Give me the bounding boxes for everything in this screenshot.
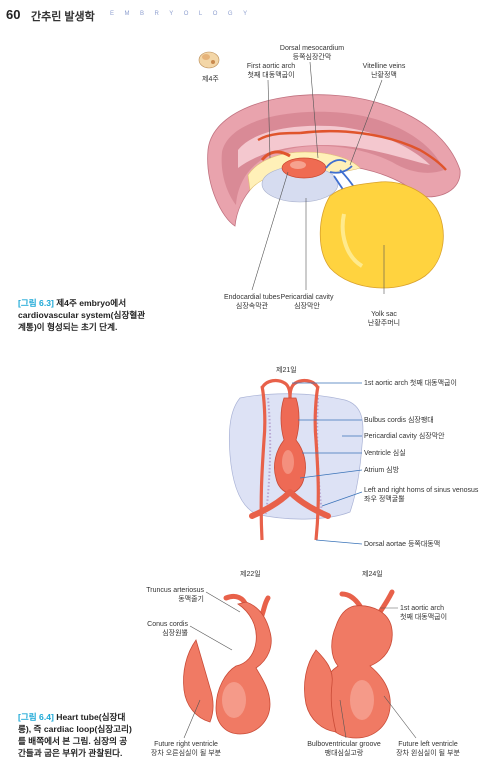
label-pericardial-cavity: Pericardial cavity 심장막안 bbox=[276, 293, 338, 311]
label-truncus-arteriosus: Truncus arteriosus 동맥줄기 bbox=[140, 586, 204, 604]
heart-day24 bbox=[304, 589, 395, 739]
label-future-right-ventricle-ko: 장차 오른심실이 될 부분 bbox=[150, 750, 222, 757]
label-pericardial-cavity-top: Pericardial cavity 심장막안 bbox=[364, 433, 445, 440]
running-title: EMBRYOLOGY bbox=[110, 11, 258, 17]
label-yolk-sac-en: Yolk sac bbox=[371, 311, 397, 318]
label-1st-aortic-arch-bottom-ko: 첫째 대동맥굽이 bbox=[400, 614, 448, 621]
label-endocardial-tubes-ko: 심장속막관 bbox=[235, 303, 269, 310]
figure-6-3-number: [그림 6.3] bbox=[18, 298, 54, 308]
label-endocardial-tubes-en: Endocardial tubes bbox=[223, 294, 281, 301]
label-1st-aortic-arch-bottom-en: 1st aortic arch bbox=[400, 605, 444, 612]
label-ventricle: Ventricle 심실 bbox=[364, 450, 406, 457]
figure-6-4-caption-text1: Heart tube(심장대 bbox=[56, 712, 126, 722]
label-vitelline-veins-ko: 난황정맥 bbox=[371, 72, 397, 79]
label-future-left-ventricle-ko: 장차 왼심실이 될 부분 bbox=[396, 750, 460, 757]
stage-label-week4: 제4주 bbox=[202, 76, 219, 83]
label-bulboventricular-groove-ko: 팽대심실고랑 bbox=[324, 750, 364, 757]
stage-label-day22: 제22일 bbox=[240, 571, 261, 578]
label-first-aortic-arch-en: First aortic arch bbox=[246, 63, 296, 70]
label-sinus-venosus-horns: Left and right horns of sinus venosus 좌우… bbox=[364, 486, 478, 504]
figure-6-4-caption-line3: 를 배쪽에서 본 그림. 심장의 공 bbox=[18, 736, 128, 746]
label-future-left-ventricle-en: Future left ventricle bbox=[398, 741, 458, 748]
label-bulboventricular-groove-en: Bulboventricular groove bbox=[307, 741, 381, 748]
label-first-aortic-arch: First aortic arch 첫째 대동맥굽이 bbox=[236, 62, 306, 80]
figure-6-3-caption-text1: 제4주 embryo에서 bbox=[56, 298, 127, 308]
label-1st-aortic-arch-top: 1st aortic arch 첫째 대동맥굽이 bbox=[364, 380, 457, 387]
label-dorsal-aortae: Dorsal aortae 등쪽대동맥 bbox=[364, 541, 441, 548]
label-truncus-arteriosus-ko: 동맥줄기 bbox=[178, 596, 204, 603]
label-dorsal-mesocardium: Dorsal mesocardium 등쪽심장간막 bbox=[277, 44, 347, 62]
figure-6-4-caption-line1: [그림 6.4] Heart tube(심장대 bbox=[18, 711, 142, 723]
heart-day21 bbox=[228, 378, 364, 541]
label-truncus-arteriosus-en: Truncus arteriosus bbox=[146, 587, 204, 594]
label-yolk-sac: Yolk sac 난황주머니 bbox=[356, 310, 412, 328]
label-pericardial-cavity-ko: 심장막안 bbox=[294, 303, 320, 310]
label-endocardial-tubes: Endocardial tubes 심장속막관 bbox=[220, 293, 284, 311]
label-future-right-ventricle-en: Future right ventricle bbox=[154, 741, 218, 748]
figure-6-3-caption-line1: [그림 6.3] 제4주 embryo에서 bbox=[18, 297, 168, 309]
figure-6-3-caption-line2: cardiovascular system(심장혈관 bbox=[18, 310, 146, 320]
label-sinus-venosus-horns-ko: 좌우 정맥굴뿔 bbox=[364, 496, 405, 503]
book-title: 간추린 발생학 bbox=[31, 11, 95, 23]
embryo-icon bbox=[198, 51, 220, 69]
label-1st-aortic-arch-bottom: 1st aortic arch 첫째 대동맥굽이 bbox=[400, 604, 447, 622]
label-bulboventricular-groove: Bulboventricular groove 팽대심실고랑 bbox=[303, 740, 385, 758]
label-conus-cordis: Conus cordis 심장원뿔 bbox=[140, 620, 188, 638]
stage-label-day21: 제21일 bbox=[276, 367, 297, 374]
label-future-left-ventricle: Future left ventricle 장차 왼심실이 될 부분 bbox=[382, 740, 474, 758]
figure-6-4-caption-line4: 간들과 굽은 부위가 관찰된다. bbox=[18, 748, 123, 758]
figure-6-4-number: [그림 6.4] bbox=[18, 712, 54, 722]
label-conus-cordis-ko: 심장원뿔 bbox=[162, 630, 188, 637]
embryo-section bbox=[207, 94, 461, 289]
label-future-right-ventricle: Future right ventricle 장차 오른심실이 될 부분 bbox=[138, 740, 234, 758]
label-conus-cordis-en: Conus cordis bbox=[147, 621, 188, 628]
heart-day22 bbox=[183, 593, 272, 735]
label-pericardial-cavity-en: Pericardial cavity bbox=[280, 294, 334, 301]
stage-label-day24: 제24일 bbox=[362, 571, 383, 578]
label-first-aortic-arch-ko: 첫째 대동맥굽이 bbox=[247, 72, 295, 79]
figure-6-4-caption: [그림 6.4] Heart tube(심장대 롱), 즉 cardiac lo… bbox=[18, 711, 142, 759]
label-dorsal-mesocardium-en: Dorsal mesocardium bbox=[279, 45, 345, 52]
page-number: 60 bbox=[6, 7, 21, 22]
label-vitelline-veins-en: Vitelline veins bbox=[362, 63, 406, 70]
figure-6-3-caption: [그림 6.3] 제4주 embryo에서 cardiovascular sys… bbox=[18, 297, 168, 333]
figure-6-4-caption-line2: 롱), 즉 cardiac loop(심장고리) bbox=[18, 724, 132, 734]
label-bulbus-cordis: Bulbus cordis 심장팽대 bbox=[364, 417, 434, 424]
label-sinus-venosus-horns-en: Left and right horns of sinus venosus bbox=[364, 487, 479, 494]
label-yolk-sac-ko: 난황주머니 bbox=[367, 320, 401, 327]
figure-6-3-caption-line3: 계통)이 형성되는 초기 단계. bbox=[18, 322, 118, 332]
label-vitelline-veins: Vitelline veins 난황정맥 bbox=[356, 62, 412, 80]
label-atrium: Atrium 심방 bbox=[364, 467, 400, 474]
label-dorsal-mesocardium-ko: 등쪽심장간막 bbox=[292, 54, 332, 61]
